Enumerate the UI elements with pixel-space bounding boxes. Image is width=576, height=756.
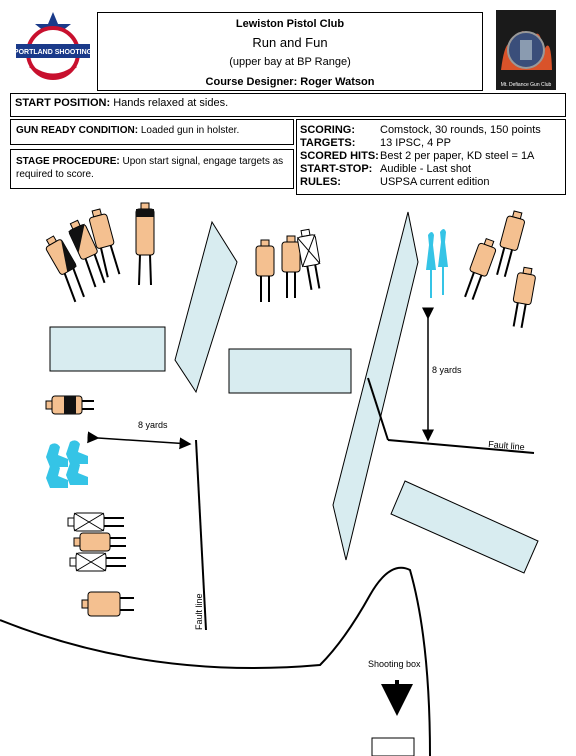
shooting-box [371,737,415,756]
rules-key: RULES: [300,176,341,188]
start-stop-row: START-STOP: Audible - Last shot [300,163,562,176]
range-logo: Mt. Defiance Gun Club [496,10,556,90]
ipsc-target-hardcover [135,202,155,286]
stage-title: Run and Fun [252,35,328,50]
logo-banner [16,44,90,58]
ipsc-target [496,210,525,278]
club-logo: PORTLAND SHOOTING [14,12,93,80]
barrier-wall [390,480,539,574]
scored-hits-key: SCORED HITS: [300,150,379,162]
popper-group-top [426,229,448,298]
stage-procedure-value: Upon start signal, engage targets as req… [16,156,284,180]
barrier-wall [49,326,166,372]
stage-procedure-box: STAGE PROCEDURE: Upon start signal, enga… [10,149,294,189]
rules-value: USPSA current edition [380,176,490,188]
barrier-wall [174,220,238,394]
logo-arc [29,64,77,77]
popper-target [46,440,88,488]
no-shoot-target [296,228,321,290]
ipsc-target [73,532,126,552]
scored-hits-row: SCORED HITS:Best 2 per paper, KD steel =… [300,150,562,163]
course-designer: Course Designer: Roger Watson [205,76,375,88]
scoring-key: SCORING: [300,124,355,136]
start-stop-value: Audible - Last shot [380,163,472,175]
targets-row: TARGETS: 13 IPSC, 4 PP [300,137,562,150]
no-shoot-target [69,552,126,572]
range-logo-text: Mt. Defiance Gun Club [501,82,552,88]
range-logo-emblem [520,40,532,60]
ipsc-target [512,266,536,328]
distance-arrow-left [87,431,192,450]
gun-ready-label: GUN READY CONDITION: [16,125,139,136]
fault-line-left [195,439,207,631]
targets-value: 13 IPSC, 4 PP [380,137,451,149]
fault-line-right [387,439,535,454]
fault-line-label-left: Fault line [194,593,204,630]
ipsc-target [89,208,121,278]
shooting-box-label: Shooting box [368,659,421,669]
bay-boundary [0,566,431,756]
popper-target [438,229,448,267]
target-group-top-middle [255,228,321,302]
bay-location: (upper bay at BP Range) [229,56,351,68]
stage-procedure-label: STAGE PROCEDURE: [16,156,120,167]
gun-ready-value: Loaded gun in holster. [140,125,240,136]
rules-row: RULES: USPSA current edition [300,176,562,189]
ipsc-target-hardcover [68,219,106,288]
start-stop-key: START-STOP: [300,163,373,175]
no-shoot-target [67,512,124,532]
barrier-wall [332,211,419,561]
barriers [49,211,539,574]
fault-line-label-right: Fault line [488,439,525,452]
popper-target [426,232,436,270]
distance-label-left: 8 yards [138,420,168,430]
target-group-top-left [45,202,155,303]
target-group-top-right [464,210,536,328]
ipsc-target [464,237,497,300]
start-position-value: Hands relaxed at sides. [113,97,229,109]
scoring-value: Comstock, 30 rounds, 150 points [380,124,541,136]
start-position-label: START POSITION: [15,97,111,109]
fault-line-right-diag [367,377,389,441]
scoring-row: SCORING: Comstock, 30 rounds, 150 points [300,124,562,137]
scoring-box: SCORING:Comstock, 30 rounds, 150 points … [296,119,566,195]
target-group-left-side [45,395,134,617]
start-position-box: START POSITION: Hands relaxed at sides. [10,93,566,117]
stage-header: Lewiston Pistol Club Run and Fun (upper … [97,12,483,91]
barrier-wall [228,348,352,394]
club-name: Lewiston Pistol Club [235,18,345,30]
gun-ready-box: GUN READY CONDITION: Loaded gun in holst… [10,119,294,145]
logo-text: PORTLAND SHOOTING [14,49,93,56]
ipsc-target-hardcover [45,395,94,415]
distance-label-right: 8 yards [432,365,462,375]
ipsc-target-hardcover [45,235,85,303]
targets-key: TARGETS: [300,137,356,149]
ipsc-target [255,239,275,302]
ipsc-target [81,591,134,617]
ipsc-target [281,235,301,298]
scored-hits-value: Best 2 per paper, KD steel = 1A [380,150,535,162]
